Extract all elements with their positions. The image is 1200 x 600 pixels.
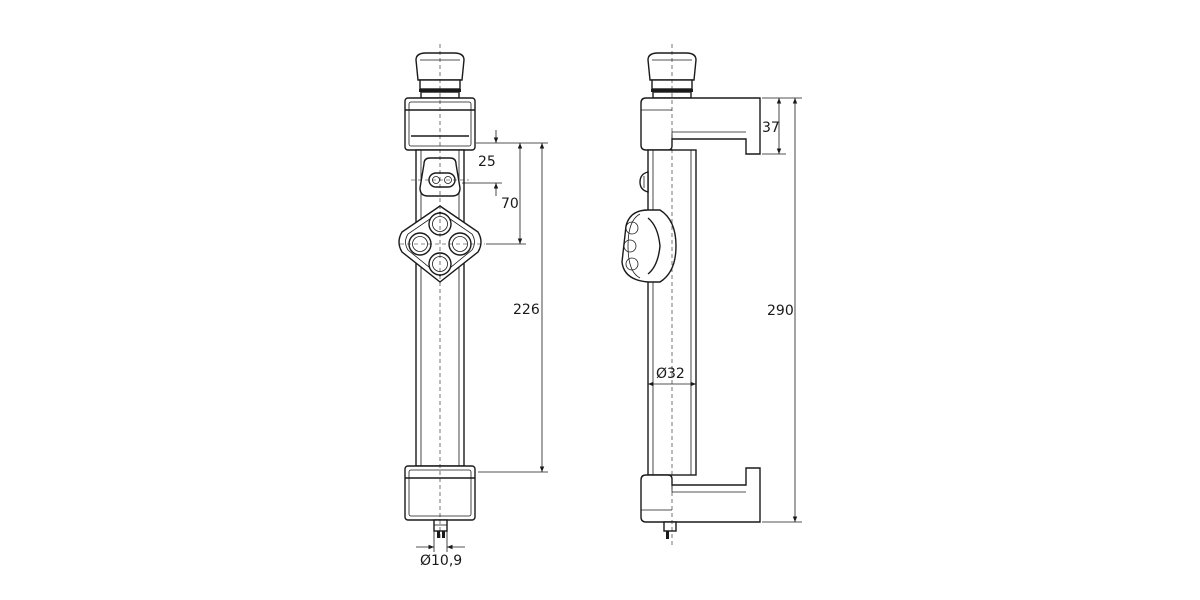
- dim-37-label: 37: [762, 120, 780, 136]
- dim-diameter-32-label: Ø32: [656, 366, 685, 382]
- dim-290-label: 290: [767, 303, 794, 319]
- side-key-switch: [639, 171, 649, 193]
- dimension-290: 290: [762, 98, 802, 523]
- bottom-bracket: [640, 467, 761, 523]
- dimension-diameter-32: Ø32: [648, 366, 696, 387]
- side-view: 37 290 Ø32: [621, 44, 802, 545]
- top-bracket: [640, 97, 761, 155]
- side-connector: [663, 521, 677, 539]
- dimension-25: 25: [462, 130, 502, 196]
- bottom-connector: [433, 519, 448, 538]
- front-view: 25 70 226 Ø10,9: [398, 44, 548, 569]
- dim-70-label: 70: [501, 196, 519, 212]
- dimension-diameter-10-9: Ø10,9: [416, 531, 465, 569]
- dimension-70: 70: [486, 142, 526, 245]
- dim-25-label: 25: [478, 154, 496, 170]
- dim-diameter-10-9-label: Ø10,9: [420, 553, 462, 569]
- dimension-37: 37: [762, 97, 802, 155]
- dimension-226: 226: [478, 142, 548, 473]
- side-button-module: [621, 209, 677, 283]
- dim-226-label: 226: [513, 302, 540, 318]
